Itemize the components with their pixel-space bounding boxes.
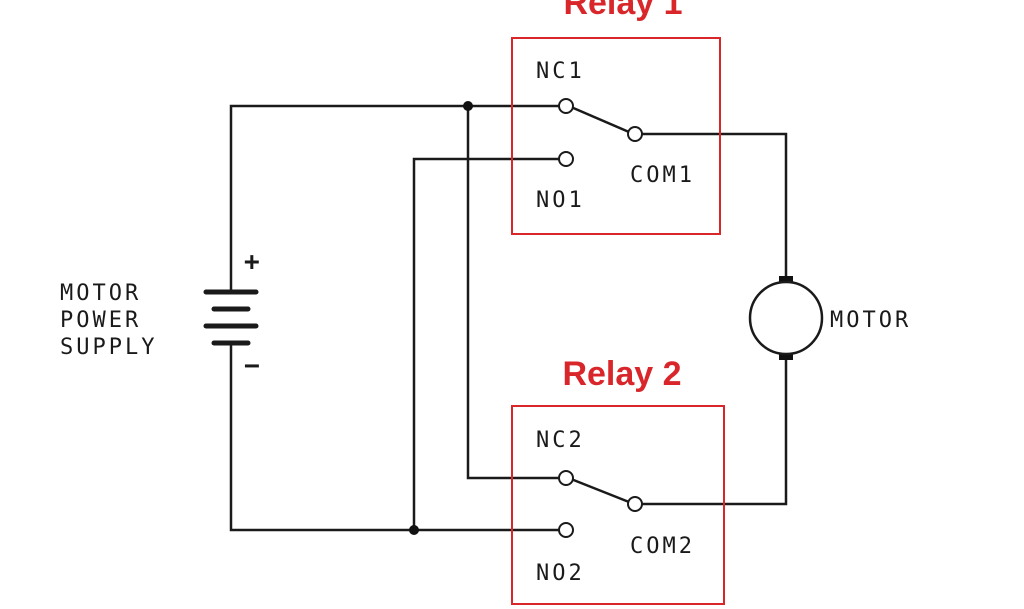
relay2-switch-arm [570,477,630,504]
wire-supply-negative-rail [229,345,560,532]
relay-1: Relay 1 NC1 NO1 COM1 [511,0,721,235]
relay-2-box [511,405,725,605]
junction-node-top [463,101,473,111]
wires [229,104,788,532]
junction-node-bottom [409,525,419,535]
motor: MOTOR [748,276,911,360]
relay-1-no-label: NO1 [536,188,585,213]
wire-no2-to-no1 [412,157,560,530]
battery-plus-sign: + [244,247,260,277]
relay-1-box [511,37,721,235]
supply-label-line-3: SUPPLY [60,335,157,360]
relay-1-no-contact [558,151,574,167]
relay-1-com-contact [627,126,643,142]
motor-power-supply: + − MOTOR POWER SUPPLY [60,247,260,381]
relay-2: Relay 2 NC2 NO2 COM2 [511,355,725,605]
relay-2-com-contact [627,496,643,512]
relay-2-no-label: NO2 [536,561,585,586]
relay-2-no-contact [558,522,574,538]
motor-symbol-icon [748,280,824,356]
motor-label: MOTOR [830,308,911,333]
wire-com1-to-motor [640,132,788,280]
relay-1-title: Relay 1 [563,0,682,22]
relay-2-title: Relay 2 [562,355,681,393]
relay-2-com-label: COM2 [630,534,695,559]
relay-1-nc-label: NC1 [536,59,585,84]
relay-2-nc-label: NC2 [536,428,585,453]
relay-1-nc-contact [558,98,574,114]
wire-supply-positive-rail [229,104,560,290]
battery-minus-sign: − [244,351,260,381]
relay1-switch-arm [570,105,630,134]
wire-motor-to-com2 [640,356,788,506]
relay-1-com-label: COM1 [630,163,695,188]
wire-nc1-to-nc2 [466,106,560,480]
supply-label-line-2: POWER [60,308,141,333]
relay-2-nc-contact [558,470,574,486]
supply-label-line-1: MOTOR [60,281,141,306]
